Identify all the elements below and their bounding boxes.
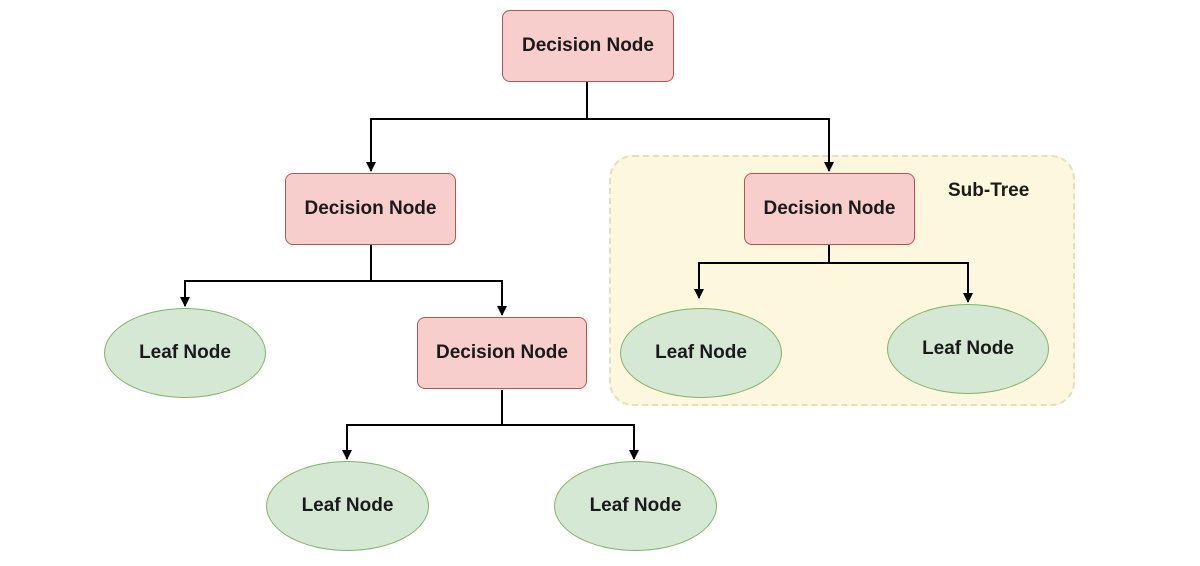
edge-right-to-leaf-right-2 bbox=[829, 262, 973, 303]
decision-node-right: Decision Node bbox=[744, 173, 915, 245]
leaf-node-mid-1: Leaf Node bbox=[266, 461, 429, 551]
edge-root-to-left bbox=[366, 82, 588, 172]
edge-left-to-leaf-left bbox=[180, 245, 372, 307]
leaf-node-mid-2: Leaf Node bbox=[554, 461, 717, 551]
decision-node-root: Decision Node bbox=[502, 10, 674, 82]
edge-mid-to-leaf-mid-1 bbox=[342, 390, 503, 460]
edge-left-to-mid bbox=[371, 280, 507, 316]
subtree-label: Sub-Tree bbox=[948, 180, 1030, 201]
decision-node-mid: Decision Node bbox=[417, 317, 587, 389]
edge-root-to-right bbox=[587, 118, 834, 172]
decision-node-left: Decision Node bbox=[285, 173, 456, 245]
leaf-node-right-2: Leaf Node bbox=[887, 304, 1049, 394]
edge-mid-to-leaf-mid-2 bbox=[502, 424, 639, 460]
leaf-node-right-1: Leaf Node bbox=[620, 308, 782, 398]
leaf-node-left: Leaf Node bbox=[104, 308, 266, 398]
edge-right-to-leaf-right-1 bbox=[694, 245, 830, 299]
